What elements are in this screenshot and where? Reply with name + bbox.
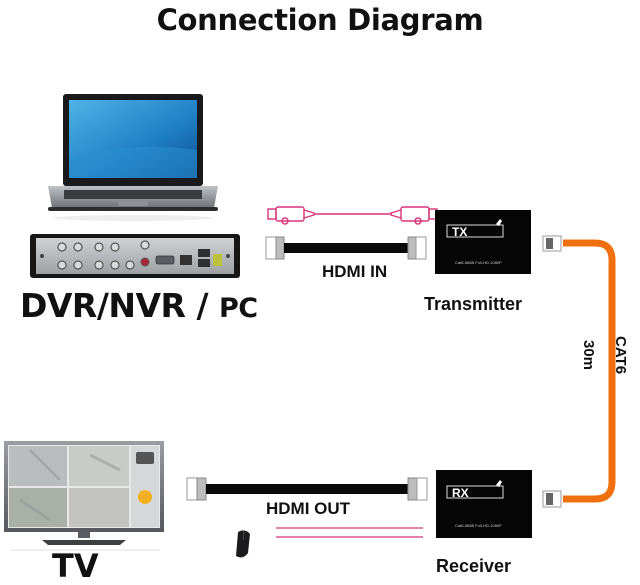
receiver-box: RX Cat6-568B Full-HD-1080P — [436, 470, 532, 538]
cat6-cable — [542, 235, 616, 508]
laptop-keyboard — [64, 190, 202, 199]
transmitter-box: TX Cat6-568B Full-HD-1080P — [435, 210, 531, 274]
diagram-title: Connection Diagram — [156, 3, 484, 37]
transmitter-badge: TX — [452, 225, 467, 239]
tv-icon — [4, 441, 164, 551]
camera-feed-2 — [69, 446, 129, 486]
hdmi-in-label: HDMI IN — [322, 262, 388, 281]
hdmi-out-cable — [186, 477, 428, 501]
hdmi-in-cable — [265, 236, 427, 260]
receiver-spec-text: Cat6-568B Full-HD-1080P — [455, 523, 502, 528]
hdmi-in-pink-cable — [267, 206, 438, 225]
receiver-badge: RX — [452, 486, 469, 500]
laptop-icon — [48, 94, 218, 221]
transmitter-spec-text: Cat6-568B Full-HD-1080P — [455, 260, 502, 265]
mouse-icon — [236, 530, 250, 558]
ethernet-port — [180, 255, 192, 265]
hdmi-out-label: HDMI OUT — [266, 499, 351, 518]
bnc-connectors — [57, 240, 150, 270]
hdmi-out-pink-lines — [276, 527, 423, 538]
cable-length-label: 30m — [580, 340, 597, 371]
transmitter-label: Transmitter — [424, 294, 523, 314]
display-label: TV — [52, 547, 99, 585]
dvr-recorder-icon — [30, 234, 240, 278]
source-label-pc: PC — [219, 293, 258, 324]
camera-feed-3 — [9, 488, 67, 527]
source-label-main: DVR/NVR / — [20, 286, 219, 325]
camera-feed-4 — [69, 488, 129, 527]
vga-port — [155, 255, 175, 265]
cable-type-label: CAT6 — [612, 336, 629, 375]
receiver-label: Receiver — [436, 556, 512, 576]
source-device-label: DVR/NVR / PC — [20, 286, 258, 329]
